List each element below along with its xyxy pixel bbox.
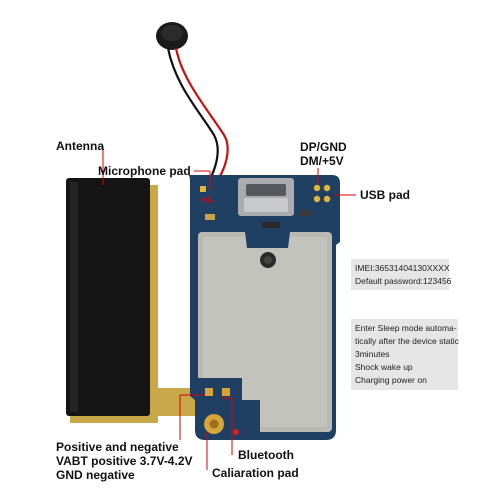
sleep-line: Enter Sleep mode automa- xyxy=(355,323,457,333)
label-calibration-pad: Caliaration pad xyxy=(212,466,299,480)
polarity-marking: +/- xyxy=(200,193,215,207)
sleep-line: Shock wake up xyxy=(355,362,413,372)
sleep-line: Charging power on xyxy=(355,375,427,385)
label-bluetooth: Bluetooth xyxy=(238,448,294,462)
label-dp-dm: DP/GND DM/+5V xyxy=(300,140,347,168)
default-password-text: Default password:123456 xyxy=(355,276,452,286)
imei-text: IMEI:36531404130XXXX xyxy=(355,263,450,273)
sleep-line: 3minutes xyxy=(355,349,390,359)
label-dm-5v: DM/+5V xyxy=(300,154,344,168)
label-gnd-negative: GND negative xyxy=(56,468,135,482)
antenna-body xyxy=(66,178,150,416)
label-dp-gnd: DP/GND xyxy=(300,140,347,154)
label-usb-pad: USB pad xyxy=(360,188,411,202)
sleep-mode-note: Enter Sleep mode automa- tically after t… xyxy=(351,319,459,390)
microphone-wire-red xyxy=(174,47,229,186)
label-vabt-positive: VABT positive 3.7V-4.2V xyxy=(56,454,193,468)
label-microphone-pad: Microphone pad xyxy=(98,164,191,178)
label-antenna: Antenna xyxy=(56,139,104,153)
sleep-line: tically after the device static xyxy=(355,336,459,346)
label-positive-negative: Positive and negative xyxy=(56,440,179,454)
info-note: IMEI:36531404130XXXX Default password:12… xyxy=(351,259,452,290)
label-battery-polarity: Positive and negative VABT positive 3.7V… xyxy=(56,440,193,482)
microphone-wire-black xyxy=(166,47,219,187)
